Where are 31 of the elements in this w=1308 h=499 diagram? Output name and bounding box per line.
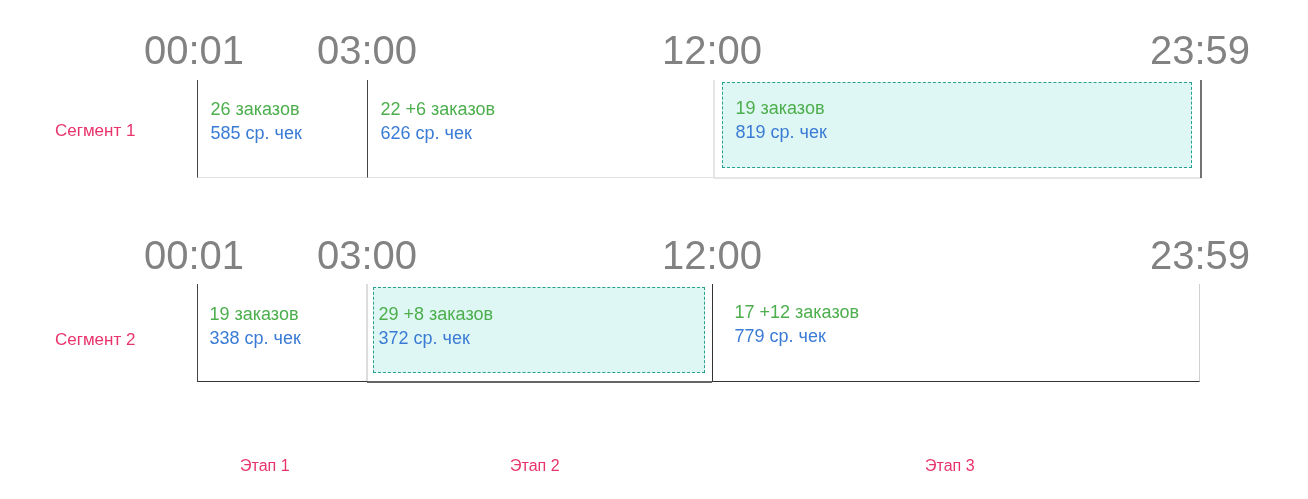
stage-label: Этап 3	[925, 456, 975, 476]
order-count: 19 заказов	[735, 96, 825, 120]
average-check: 819 ср. чек	[735, 120, 827, 144]
average-check: 626 ср. чек	[380, 121, 472, 145]
highlighted-cell	[373, 287, 705, 373]
highlighted-cell	[722, 82, 1192, 168]
time-label: 23:59	[1149, 27, 1251, 73]
average-check: 338 ср. чек	[209, 326, 301, 350]
order-count: 17 +12 заказов	[734, 300, 860, 324]
time-label: 12:00	[661, 27, 763, 73]
timeline-cell	[197, 80, 367, 178]
order-count: 22 +6 заказов	[380, 97, 495, 121]
time-label: 00:01	[143, 27, 245, 73]
segment-label: Сегмент 1	[55, 120, 136, 142]
timeline-cell	[712, 284, 1200, 382]
time-label: 03:00	[316, 232, 418, 278]
stage-label: Этап 1	[240, 456, 290, 476]
time-label: 23:59	[1149, 232, 1251, 278]
timeline-cell	[367, 80, 714, 178]
order-count: 19 заказов	[209, 302, 299, 326]
time-label: 00:01	[143, 232, 245, 278]
average-check: 585 ср. чек	[210, 121, 302, 145]
segment-label: Сегмент 2	[55, 329, 136, 351]
time-label: 03:00	[316, 27, 418, 73]
stage-label: Этап 2	[510, 456, 560, 476]
average-check: 372 ср. чек	[378, 326, 470, 350]
time-label: 12:00	[661, 232, 763, 278]
order-count: 29 +8 заказов	[378, 302, 493, 326]
timeline-cell	[197, 284, 367, 382]
average-check: 779 ср. чек	[734, 324, 826, 348]
order-count: 26 заказов	[210, 97, 300, 121]
